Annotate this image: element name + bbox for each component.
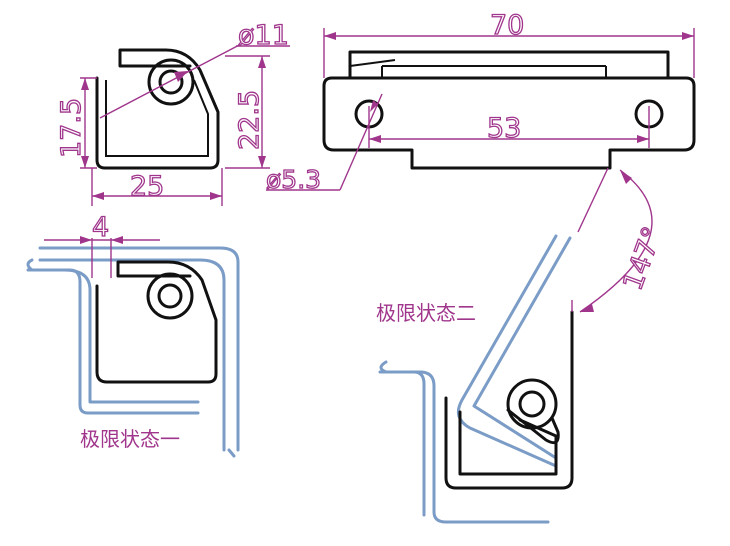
dim-offset-label: 4 (92, 212, 109, 243)
side-view (95, 48, 220, 170)
limit-state-1-door-plate (38, 246, 240, 452)
dim-offset: 4 (44, 211, 160, 278)
dim-hole-spacing-label: 53 (487, 113, 521, 144)
limit-state-1-hinge (95, 260, 218, 384)
dim-height-right-label: 22.5 (234, 90, 265, 150)
dim-hole-spacing: 53 (368, 106, 650, 148)
limit-state-2-frame-plate (379, 360, 550, 524)
dim-mount-hole: ø5.3 (265, 93, 383, 195)
limit-state-2-view (378, 234, 574, 524)
dim-width-side: 25 (91, 168, 223, 206)
side-view-knuckle-hole (158, 69, 184, 95)
dim-height-right: 22.5 (225, 55, 270, 169)
dim-height-left-label: 17.5 (56, 98, 87, 158)
front-view (322, 50, 696, 170)
front-view-body (322, 76, 696, 170)
side-view-inner-wall (105, 79, 209, 157)
dim-width-total-label: 70 (490, 10, 524, 41)
dim-angle: 147° (571, 167, 669, 313)
side-view-knuckle-outer (147, 58, 195, 106)
dim-angle-label: 147° (617, 223, 668, 295)
dim-width-side-label: 25 (130, 171, 164, 202)
dim-height-left: 17.5 (55, 77, 97, 169)
limit-state-2-knuckle-outer (506, 378, 558, 430)
side-view-profile (95, 48, 220, 170)
limit-state-2-label: 极限状态二 (376, 301, 476, 325)
limit-state-2-knuckle-hole (518, 390, 546, 418)
dim-mount-hole-label: ø5.3 (266, 165, 321, 194)
limit-state-1-frame-plate (26, 258, 200, 415)
limit-state-1-view (26, 246, 240, 458)
dim-hole-diameter-label: ø11 (238, 20, 289, 51)
limit-state-2-hinge-base (444, 310, 574, 490)
dim-width-total: 70 (323, 9, 695, 78)
limit-state-1-label: 极限状态一 (80, 427, 180, 451)
dim-hole-diameter: ø11 (99, 19, 290, 119)
limit-state-2-door-plate (456, 234, 558, 468)
